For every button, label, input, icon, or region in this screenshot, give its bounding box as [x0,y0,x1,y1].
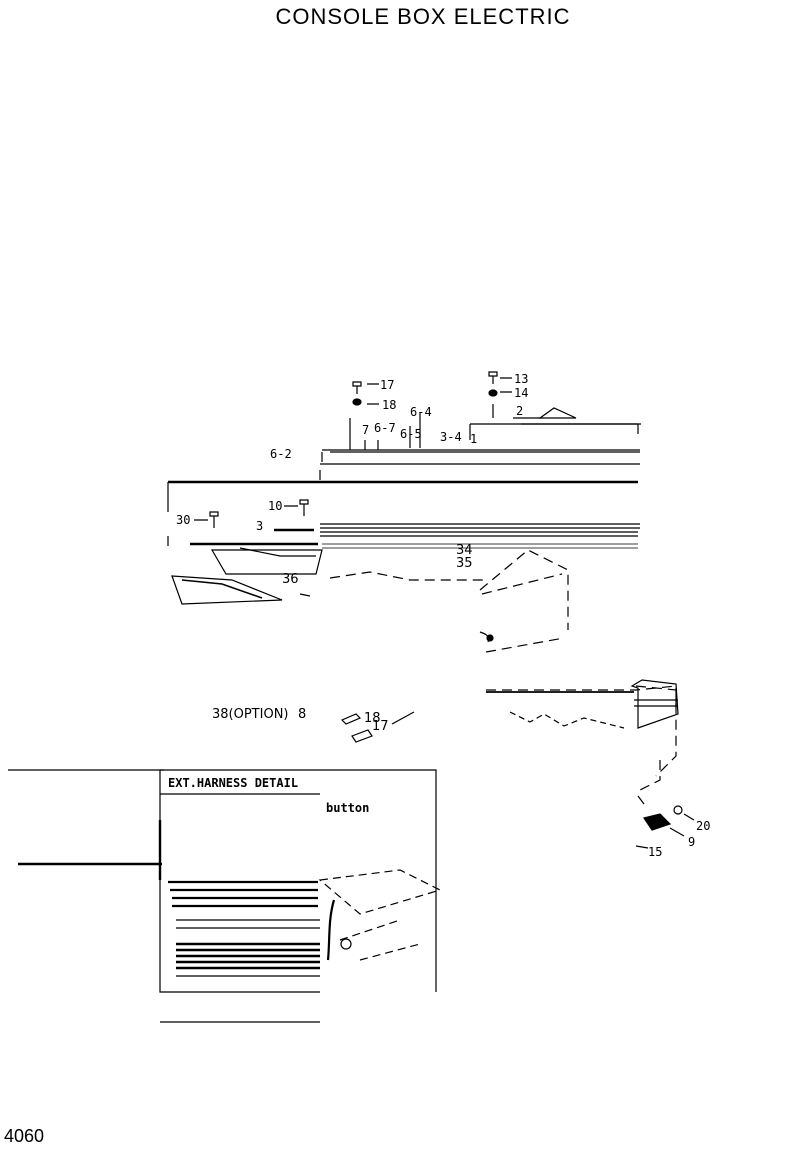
callout-30: 30 [176,513,190,527]
callout-34: 34 [456,543,473,558]
callout-8: 8 [298,707,306,722]
washer-icon [352,398,362,406]
console-side-cover [167,482,323,605]
washer-icon [673,805,683,815]
callout-35: 35 [456,556,473,571]
callout-18: 18 [382,398,396,412]
callout-13: 13 [514,372,528,386]
callout-6-4: 6-4 [410,405,432,419]
callout-3: 3 [256,519,263,533]
callout-3-4: 3-4 [440,430,462,444]
callout-6-5: 6-5 [400,427,422,441]
detail-box-title: EXT.HARNESS DETAIL [168,776,298,790]
callout-9: 9 [688,835,695,849]
detail-box-label: button [326,801,369,815]
callout-36: 36 [282,572,299,587]
page-title: CONSOLE BOX ELECTRIC [275,4,571,29]
callout-17: 17 [380,378,394,392]
ext-harness-detail-box [158,769,442,1023]
bolt-icon [209,511,219,528]
clip-icon [643,813,672,831]
console-box-outline [329,549,677,791]
console-rail [168,470,640,549]
callout-17b: 17 [372,719,389,734]
callout-6-7: 6-7 [374,421,396,435]
callout-14: 14 [514,386,528,400]
bolt-icon [352,381,362,394]
callout-15: 15 [648,845,662,859]
callout-7: 7 [362,423,369,437]
page-number: 4060 [4,1126,45,1146]
bolt-icon [488,371,498,384]
callout-20: 20 [696,819,710,833]
callout-18b: 18 [364,711,381,726]
callout-10: 10 [268,499,282,513]
callout-38-option: 38(OPTION) [212,707,289,722]
bolt-icon [299,499,309,516]
upper-console-panel [320,407,640,465]
callout-1: 1 [470,432,477,446]
callout-6-2: 6-2 [270,447,292,461]
bolt-icon [340,713,373,743]
washer-icon [488,389,498,397]
callout-2: 2 [516,404,523,418]
